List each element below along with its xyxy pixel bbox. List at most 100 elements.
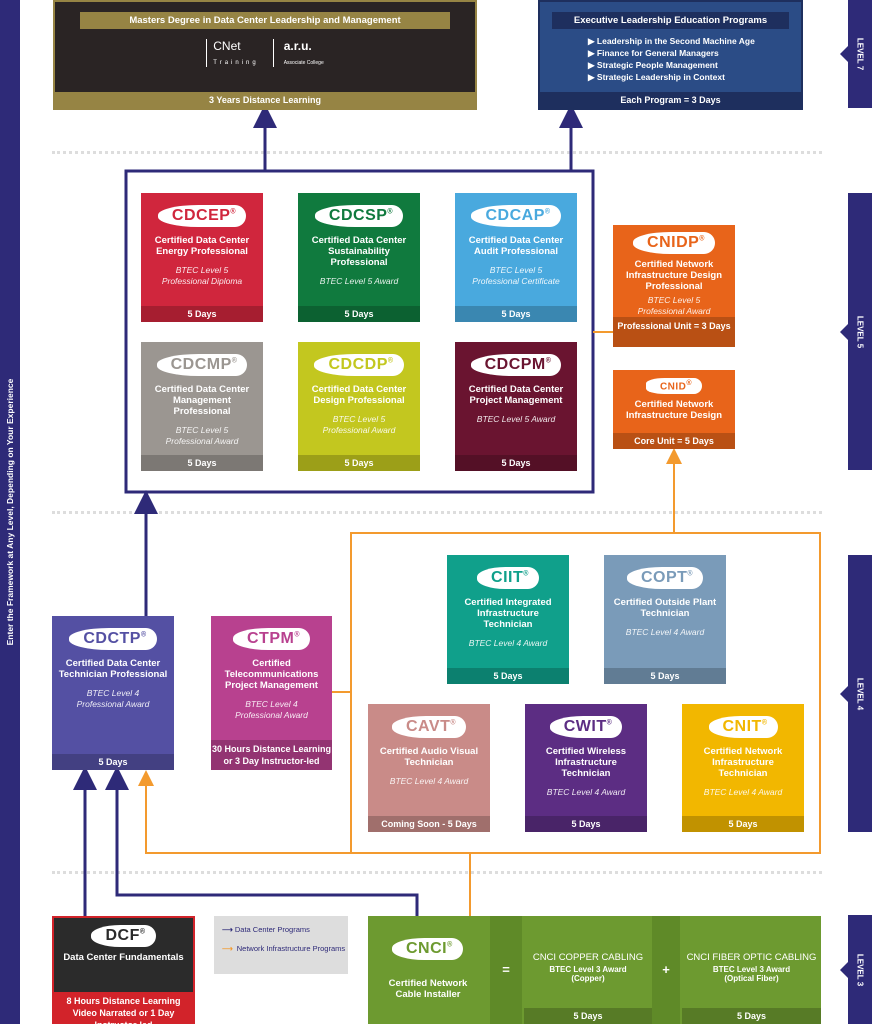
ciit-card[interactable]: CIIT® Certified Integrated Infrastructur… [447, 555, 569, 684]
card-title: Certified Telecommunications Project Man… [224, 658, 319, 691]
card-qualification: BTEC Level 4 Award [389, 776, 469, 786]
card-title: Certified Network Infrastructure Technic… [703, 746, 783, 779]
card-qualification: BTEC Level 5 Professional Award [165, 425, 239, 446]
card-title: Certified Data Center Energy Professiona… [154, 235, 250, 257]
cnci-card[interactable]: CNCI® Certified Network Cable Installer … [368, 916, 821, 1024]
cnci-title: Certified Network Cable Installer [388, 978, 468, 1000]
card-duration: 5 Days [298, 306, 420, 322]
cdcdp-logo: CDCDP® [314, 354, 404, 376]
card-duration: Core Unit = 5 Days [613, 433, 735, 449]
cwit-card[interactable]: CWIT® Certified Wireless Infrastructure … [525, 704, 647, 832]
cnidp-logo: CNIDP® [633, 232, 715, 254]
level-7-tab: LEVEL 7 [840, 0, 872, 108]
cavt-card[interactable]: CAVT® Certified Audio Visual Technician … [368, 704, 490, 832]
card-qualification: BTEC Level 4 Award [703, 787, 783, 797]
card-title: Data Center Fundamentals [63, 952, 184, 963]
exec-item: ▶ Strategic Leadership in Context [588, 72, 725, 82]
card-qualification: BTEC Level 5 Professional Certificate [472, 265, 560, 286]
cwit-logo: CWIT® [549, 716, 623, 738]
card-duration: 5 Days [682, 816, 804, 832]
card-duration: 5 Days [455, 306, 577, 322]
exec-item: ▶ Leadership in the Second Machine Age [588, 36, 755, 46]
divider [52, 151, 822, 154]
plus-sign: + [668, 354, 676, 368]
card-duration: 30 Hours Distance Learning or 3 Day Inst… [211, 740, 332, 770]
card-title: Certified Data Center Project Management [468, 384, 564, 406]
level-4-tab: LEVEL 4 [840, 555, 872, 832]
copt-card[interactable]: COPT® Certified Outside Plant Technician… [604, 555, 726, 684]
cnci-fiber-unit: CNCI FIBER OPTIC CABLING BTEC Level 3 Aw… [682, 916, 821, 1024]
cnit-logo: CNIT® [708, 716, 778, 738]
cdcdp-card[interactable]: CDCDP® Certified Data Center Design Prof… [298, 342, 420, 471]
card-qualification: BTEC Level 4 Award [468, 638, 548, 648]
cnci-copper-unit: CNCI COPPER CABLING BTEC Level 3 Award (… [524, 916, 652, 1024]
card-qualification: BTEC Level 5 Professional Award [637, 295, 711, 316]
card-duration: 8 Hours Distance Learning Video Narrated… [54, 992, 193, 1030]
plus-column: + [652, 916, 680, 1024]
card-title: Certified Data Center Sustainability Pro… [311, 235, 407, 268]
arrow-right-icon: ⟶ [222, 944, 233, 953]
cnid-card[interactable]: CNID® Certified Network Infrastructure D… [613, 370, 735, 449]
arrow-network-to-cdctp [138, 770, 351, 854]
legend-item-data-center: ⟶ Data Center Programs [222, 925, 310, 934]
masters-footer: 3 Years Distance Learning [55, 92, 475, 108]
card-title: Certified Outside Plant Technician [613, 597, 717, 619]
cnit-card[interactable]: CNIT® Certified Network Infrastructure T… [682, 704, 804, 832]
exec-item: ▶ Finance for General Managers [588, 48, 719, 58]
ctpm-logo: CTPM® [233, 628, 310, 650]
card-duration: 5 Days [525, 816, 647, 832]
card-title: Certified Network Infrastructure Design … [625, 259, 723, 292]
dcf-card[interactable]: DCF® Data Center Fundamentals 8 Hours Di… [52, 916, 195, 1030]
divider [52, 511, 822, 514]
cdcpm-logo: CDCPM® [470, 354, 562, 376]
card-duration: Coming Soon - 5 Days [368, 816, 490, 832]
aru-logo: a.r.u.Associate College [272, 39, 324, 67]
cdcap-card[interactable]: CDCAP® Certified Data Center Audit Profe… [455, 193, 577, 322]
legend: ⟶ Data Center Programs ⟶Network Infrastr… [214, 916, 348, 974]
cnid-logo: CNID® [645, 378, 703, 395]
card-duration: 5 Days [141, 455, 263, 471]
card-title: Certified Integrated Infrastructure Tech… [464, 597, 552, 630]
copt-logo: COPT® [626, 567, 704, 589]
side-bar: Enter the Framework at Any Level, Depend… [0, 0, 20, 1024]
card-qualification: BTEC Level 4 Professional Award [235, 699, 308, 720]
card-title: Certified Data Center Audit Professional [468, 235, 564, 257]
ctpm-card[interactable]: CTPM® Certified Telecommunications Proje… [211, 616, 332, 770]
cnidp-card[interactable]: CNIDP® Certified Network Infrastructure … [613, 225, 735, 347]
cavt-logo: CAVT® [391, 716, 467, 738]
masters-degree-card[interactable]: Masters Degree in Data Center Leadership… [53, 0, 477, 110]
cdcmp-card[interactable]: CDCMP® Certified Data Center Management … [141, 342, 263, 471]
cdcsp-card[interactable]: CDCSP® Certified Data Center Sustainabil… [298, 193, 420, 322]
card-qualification: BTEC Level 5 Award [476, 414, 556, 424]
card-title: Certified Wireless Infrastructure Techni… [545, 746, 627, 779]
card-duration: 5 Days [604, 668, 726, 684]
card-title: Certified Data Center Technician Profess… [58, 658, 168, 680]
legend-item-network: ⟶Network Infrastructure Programs [222, 944, 346, 953]
dcf-logo: DCF® [91, 925, 156, 947]
cdcmp-logo: CDCMP® [156, 354, 248, 376]
card-duration: 5 Days [52, 754, 174, 770]
equals-column: = [490, 916, 522, 1024]
cdcpm-card[interactable]: CDCPM® Certified Data Center Project Man… [455, 342, 577, 471]
card-duration: 5 Days [141, 306, 263, 322]
ciit-logo: CIIT® [477, 567, 539, 589]
card-title: Certified Audio Visual Technician [379, 746, 479, 768]
card-qualification: BTEC Level 5 Award [319, 276, 399, 286]
cdcep-card[interactable]: CDCEP® Certified Data Center Energy Prof… [141, 193, 263, 322]
card-duration: 5 Days [298, 455, 420, 471]
card-qualification: BTEC Level 4 Award [546, 787, 626, 797]
level-3-tab: LEVEL 3 [840, 915, 872, 1024]
card-qualification: BTEC Level 5 Professional Diploma [161, 265, 243, 286]
card-duration: 5 Days [455, 455, 577, 471]
exec-list: ▶ Leadership in the Second Machine Age ▶… [588, 35, 801, 83]
exec-footer: Each Program = 3 Days [540, 92, 801, 108]
cdcap-logo: CDCAP® [471, 205, 561, 227]
cdctp-card[interactable]: CDCTP® Certified Data Center Technician … [52, 616, 174, 770]
card-qualification: BTEC Level 5 Professional Award [322, 414, 396, 435]
cdcsp-logo: CDCSP® [314, 205, 404, 227]
masters-title: Masters Degree in Data Center Leadership… [80, 12, 450, 29]
executive-programs-card[interactable]: Executive Leadership Education Programs … [538, 0, 803, 110]
